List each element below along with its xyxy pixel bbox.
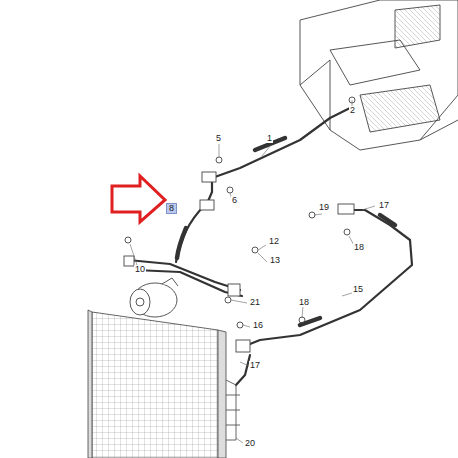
- callout-number: 18: [353, 243, 365, 252]
- hoses: [177, 138, 395, 325]
- callout-number: 21: [249, 298, 261, 307]
- callout-number: 12: [268, 237, 280, 246]
- pointer-arrow: [112, 176, 165, 222]
- callout-number: 15: [352, 285, 364, 294]
- callout-number: 19: [318, 203, 330, 212]
- callout-number: 5: [215, 134, 222, 143]
- leader-lines: [130, 100, 375, 443]
- callout-number: 2: [349, 106, 356, 115]
- callout-number: 6: [231, 196, 238, 205]
- callout-number: 1: [266, 134, 273, 143]
- callout-number: 18: [298, 298, 310, 307]
- callout-number: 13: [269, 256, 281, 265]
- callout-number: 10: [134, 265, 146, 274]
- compressor: [130, 278, 178, 317]
- callout-number: 20: [244, 439, 256, 448]
- callout-number: 17: [249, 361, 261, 370]
- callout-number: 16: [252, 321, 264, 330]
- callout-number: 17: [378, 201, 390, 210]
- condenser: [88, 310, 240, 458]
- callout-number: 8: [166, 203, 177, 214]
- fittings: [124, 97, 355, 352]
- hvac-unit: [300, 0, 458, 150]
